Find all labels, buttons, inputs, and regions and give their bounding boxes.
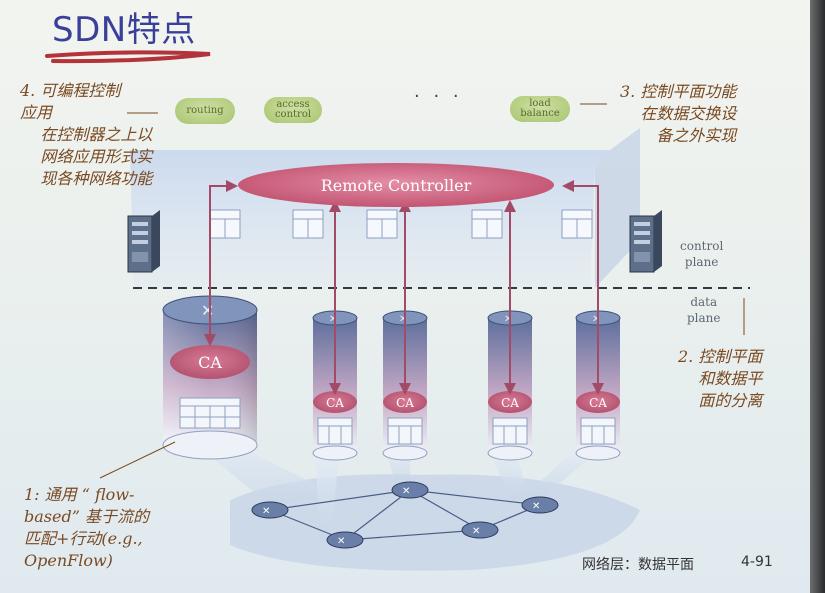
flow-table-icon bbox=[366, 209, 398, 239]
control-arrows bbox=[204, 180, 604, 395]
annotation-programmable-control: 4. 可编程控制 应用 在控制器之上以 网络应用形式实 现各种网络功能 bbox=[20, 81, 153, 188]
app-routing: routing bbox=[175, 98, 235, 124]
net-router-1: ✕ bbox=[251, 501, 289, 519]
svg-text:Remote Controller: Remote Controller bbox=[321, 176, 472, 195]
svg-text:✕: ✕ bbox=[402, 486, 410, 497]
net-router-4: ✕ bbox=[461, 521, 499, 539]
svg-text:✕: ✕ bbox=[532, 501, 540, 512]
annotation-control-outside: 3. 控制平面功能 在数据交换设 备之外实现 bbox=[620, 82, 737, 145]
ca-agent-big: CA bbox=[170, 345, 250, 379]
svg-text:CA: CA bbox=[198, 353, 222, 372]
slide-title: SDN特点 bbox=[52, 10, 196, 50]
server-icon bbox=[629, 210, 662, 273]
control-plane-label: control plane bbox=[680, 239, 724, 269]
server-icon bbox=[127, 210, 160, 273]
more-apps-ellipsis: · · · bbox=[414, 86, 463, 107]
title-underline bbox=[45, 50, 211, 64]
svg-text:✕: ✕ bbox=[337, 536, 345, 547]
svg-text:CA: CA bbox=[501, 396, 519, 410]
network-layer-graph: ✕ ✕ ✕ ✕ ✕ bbox=[196, 440, 640, 571]
flow-table-icon bbox=[471, 209, 503, 239]
svg-text:✕: ✕ bbox=[472, 526, 480, 537]
net-router-5: ✕ bbox=[326, 531, 364, 549]
control-plane-panel-side bbox=[595, 128, 640, 288]
app-load-balance: load balance bbox=[510, 96, 570, 122]
flow-table-icon bbox=[292, 209, 324, 239]
svg-text:CA: CA bbox=[326, 396, 344, 410]
footer-page-number: 4-91 bbox=[741, 554, 773, 570]
footer-section-title: 网络层：数据平面 bbox=[582, 557, 694, 573]
remote-controller: Remote Controller bbox=[238, 163, 554, 207]
annotation-flow-based: 1: 通用 “ flow- based” 基于流的 匹配+行动(e.g., Op… bbox=[24, 485, 149, 570]
annotation-plane-separation: 2. 控制平面 和数据平 面的分离 bbox=[678, 347, 763, 410]
svg-text:CA: CA bbox=[396, 396, 414, 410]
ca-agent-3: CA bbox=[488, 391, 532, 413]
net-router-3: ✕ bbox=[521, 496, 559, 514]
svg-text:CA: CA bbox=[589, 396, 607, 410]
ca-agent-4: CA bbox=[576, 391, 620, 413]
net-router-2: ✕ bbox=[391, 481, 429, 499]
ca-agent-2: CA bbox=[383, 391, 427, 413]
screen-edge bbox=[810, 0, 825, 593]
svg-text:✕: ✕ bbox=[262, 506, 270, 517]
data-plane-label: data plane bbox=[687, 295, 721, 325]
ca-agent-1: CA bbox=[313, 391, 357, 413]
app-access-control: access control bbox=[264, 97, 322, 123]
